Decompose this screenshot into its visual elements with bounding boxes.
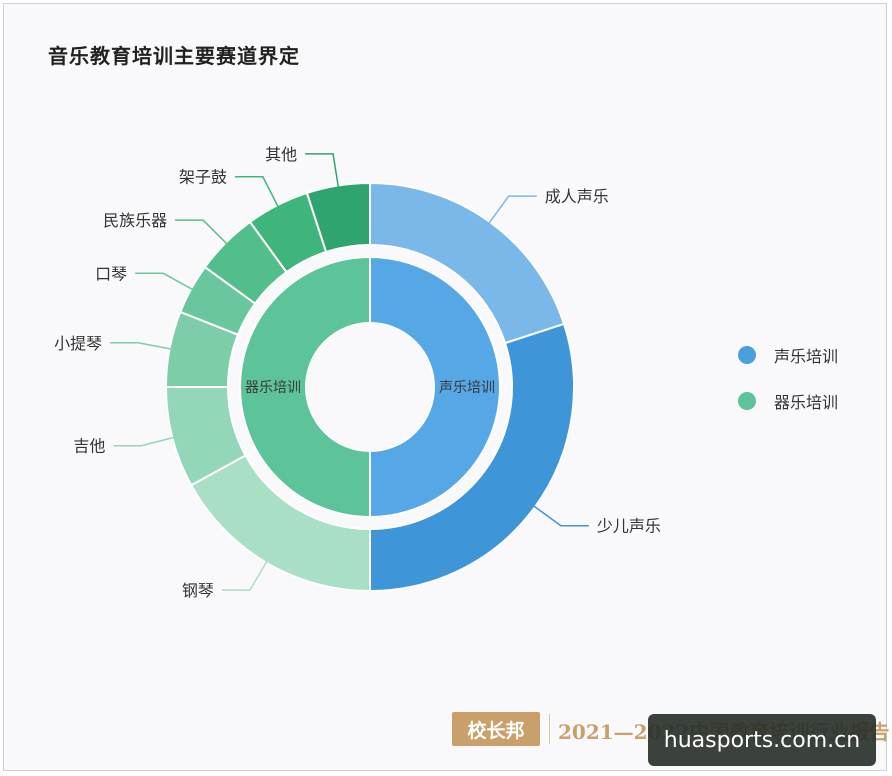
chart-title: 音乐教育培训主要赛道界定 bbox=[48, 44, 300, 68]
outer-slice-1 bbox=[369, 322, 575, 593]
legend-dot-icon bbox=[738, 392, 756, 410]
inner-slice-label: 器乐培训 bbox=[245, 380, 301, 396]
inner-slice-0 bbox=[369, 255, 501, 519]
leader-line bbox=[234, 175, 281, 211]
leader-line bbox=[305, 153, 340, 192]
legend-dot-icon bbox=[738, 346, 756, 364]
outer-slice-label: 口琴 bbox=[95, 264, 127, 283]
legend: 声乐培训 器乐培训 bbox=[738, 332, 838, 424]
legend-item-vocal[interactable]: 声乐培训 bbox=[738, 332, 838, 378]
outer-slice-label: 成人声乐 bbox=[545, 187, 609, 206]
watermark: huasports.com.cn bbox=[648, 714, 876, 766]
leader-line bbox=[485, 195, 537, 228]
outer-slice-label: 其他 bbox=[265, 145, 297, 164]
inner-slice-1 bbox=[239, 255, 371, 519]
outer-slice-label: 民族乐器 bbox=[103, 211, 167, 230]
footer-divider bbox=[549, 714, 550, 744]
outer-slice-label: 小提琴 bbox=[54, 334, 102, 353]
outer-slice-label: 钢琴 bbox=[182, 581, 214, 600]
legend-label: 声乐培训 bbox=[774, 347, 839, 366]
outer-slice-8 bbox=[305, 181, 371, 254]
leader-line bbox=[135, 272, 197, 293]
outer-slice-label: 吉他 bbox=[73, 437, 105, 456]
leader-line bbox=[529, 502, 589, 527]
outer-slice-label: 少儿声乐 bbox=[597, 517, 661, 536]
legend-label: 器乐培训 bbox=[774, 393, 839, 412]
legend-item-instrument[interactable]: 器乐培训 bbox=[738, 378, 838, 424]
leader-line bbox=[221, 557, 270, 591]
leader-line bbox=[113, 435, 179, 447]
outer-slice-label: 架子鼓 bbox=[179, 168, 227, 187]
leader-line bbox=[110, 342, 176, 351]
brand-logo: 校长邦 bbox=[452, 712, 540, 746]
inner-slice-label: 声乐培训 bbox=[439, 380, 495, 396]
leader-line bbox=[175, 219, 231, 248]
